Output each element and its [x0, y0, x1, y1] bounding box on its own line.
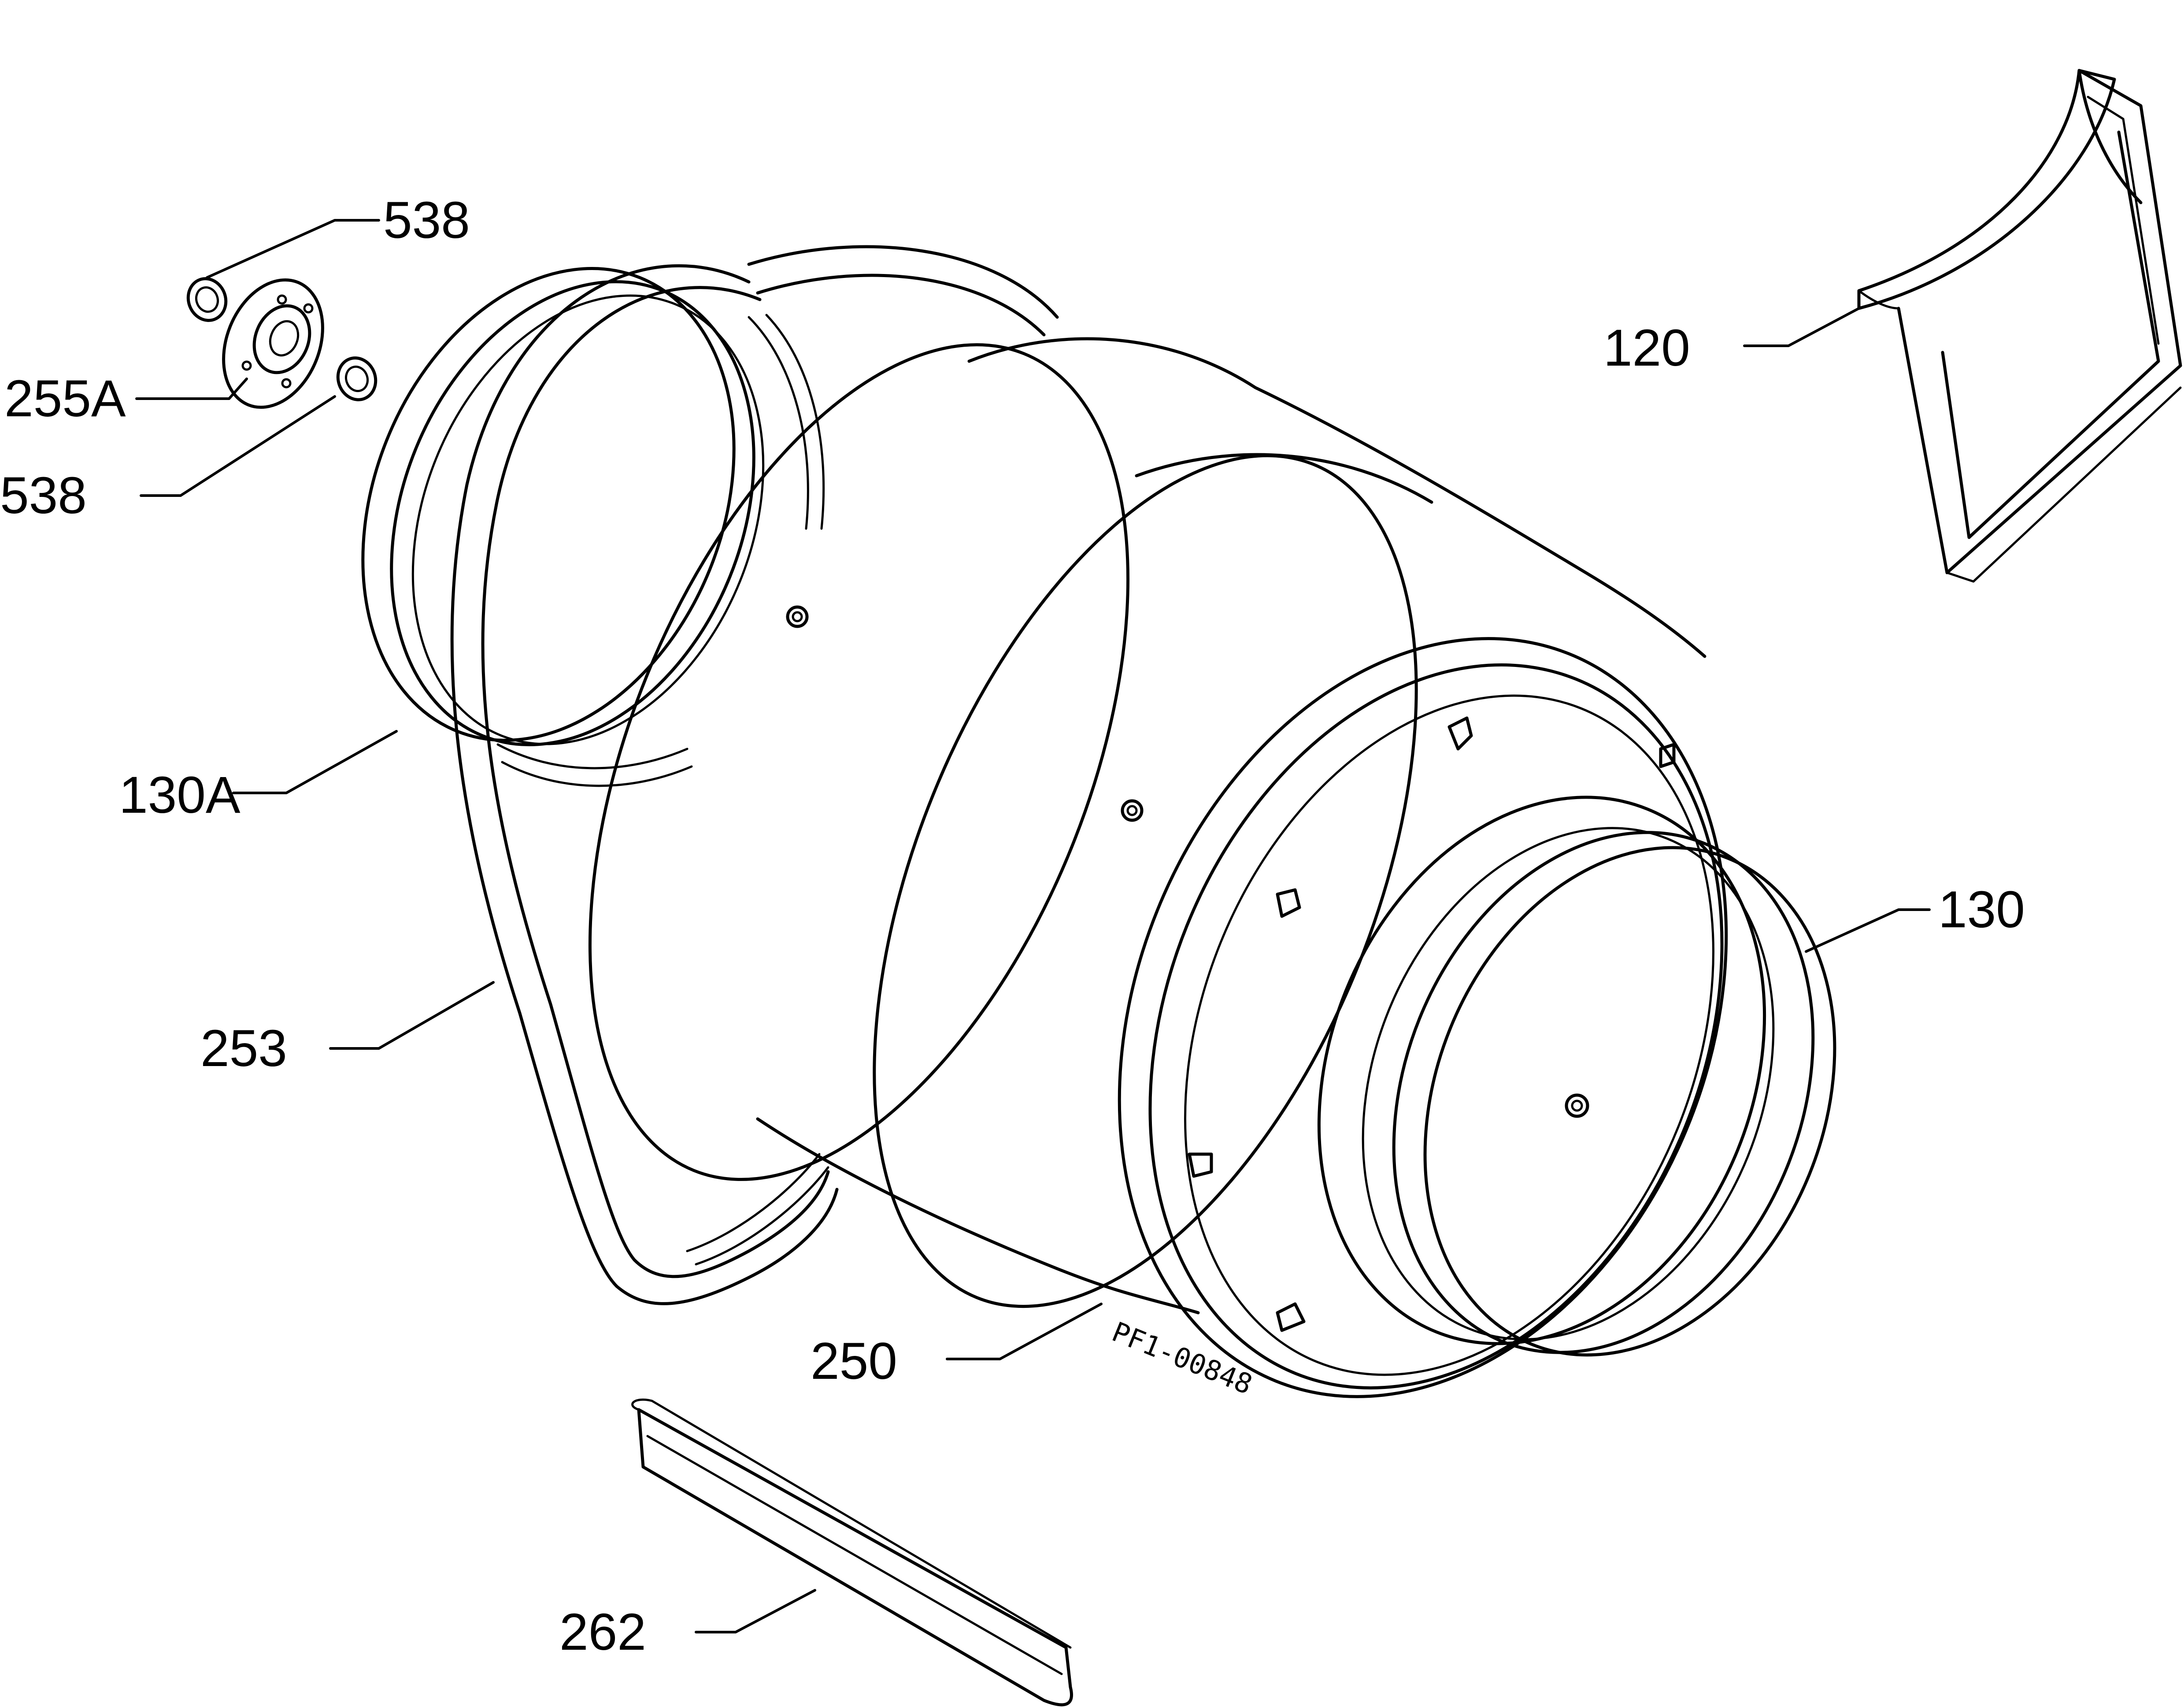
- callout-250: 250: [811, 1332, 897, 1390]
- callout-130a: 130A: [119, 766, 241, 824]
- leader-lines: [135, 219, 1931, 1633]
- part-262-front-strip: [631, 1398, 1073, 1707]
- callout-labels: 538 255A 538 120 130A 130 253 250 262: [0, 191, 2025, 1661]
- part-538-top-seal: [186, 277, 228, 322]
- part-538-bottom-seal: [336, 356, 378, 401]
- callout-255a: 255A: [4, 370, 126, 428]
- drum-front-flange: [1118, 637, 1728, 1398]
- callout-538-bottom: 538: [0, 467, 87, 525]
- leader-538-bottom: [140, 395, 336, 497]
- callout-253: 253: [200, 1019, 287, 1078]
- leader-130: [1805, 908, 1931, 953]
- leader-255a: [135, 378, 248, 400]
- part-130-front-ring: [1317, 796, 1836, 1357]
- callout-120: 120: [1603, 319, 1690, 377]
- leader-538-top: [206, 219, 380, 279]
- leader-130a: [232, 730, 398, 794]
- leader-262: [695, 1589, 816, 1633]
- leader-250: [946, 1303, 1103, 1360]
- part-120-filter-frame: [1857, 69, 2182, 583]
- callout-538-top: 538: [383, 191, 470, 249]
- part-253-drive-belt: [450, 245, 1059, 1305]
- leader-253: [329, 981, 495, 1050]
- part-130a-rear-ring: [361, 267, 765, 746]
- part-255a-bearing-hub: [222, 278, 324, 409]
- callout-262: 262: [559, 1603, 646, 1661]
- part-250-drum: [588, 337, 1706, 1315]
- callout-130: 130: [1938, 881, 2025, 939]
- leader-120: [1743, 307, 1860, 347]
